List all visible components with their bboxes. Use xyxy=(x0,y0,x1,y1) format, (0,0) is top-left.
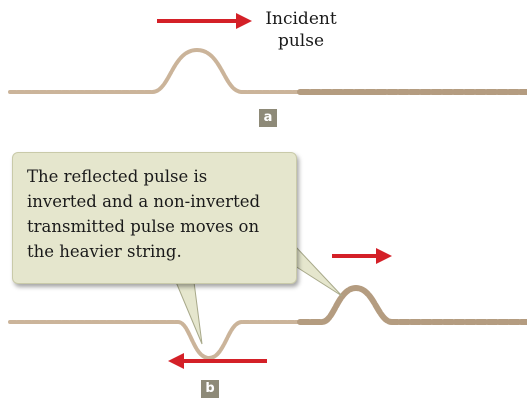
callout-line: The reflected pulse is xyxy=(27,167,208,186)
callout-line: inverted and a non-inverted xyxy=(27,192,261,211)
light-string-a xyxy=(8,47,300,94)
heavy-string-b xyxy=(297,284,527,325)
callout-line: the heavier string. xyxy=(27,242,182,261)
explanation-callout: The reflected pulse is inverted and a no… xyxy=(12,152,297,284)
incident-pulse-label: Incident pulse xyxy=(256,8,346,52)
callout-pointer-transmitted xyxy=(294,244,343,297)
panel-tag-a: a xyxy=(259,109,277,127)
incident-label-line: pulse xyxy=(277,31,325,51)
callout-line: transmitted pulse moves on xyxy=(27,217,260,236)
incident-label-line: Incident xyxy=(265,9,337,29)
light-string-b xyxy=(8,320,300,361)
panel-tag-b: b xyxy=(201,380,219,398)
